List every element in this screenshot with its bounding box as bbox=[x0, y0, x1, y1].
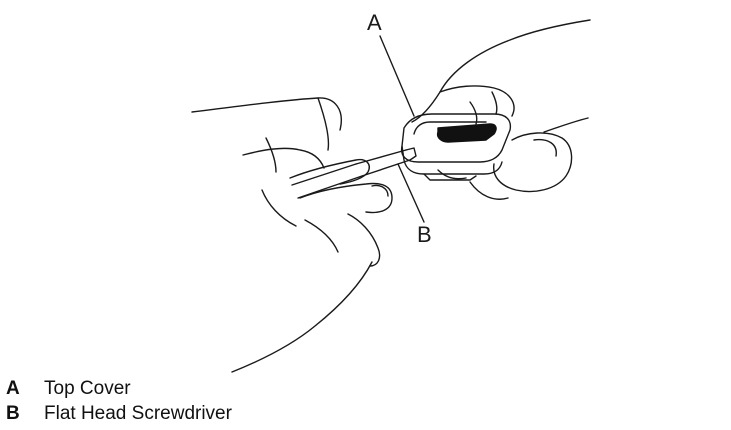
key-fob-disassembly-illustration: A B bbox=[191, 10, 591, 373]
key-fob-screen bbox=[436, 123, 497, 143]
callout-b-label: B bbox=[417, 222, 432, 247]
legend-label-top-cover: Top Cover bbox=[44, 378, 131, 399]
legend: A Top Cover B Flat Head Screwdriver bbox=[6, 376, 232, 426]
left-hand-icon bbox=[191, 97, 393, 373]
right-hand-icon bbox=[411, 19, 591, 200]
legend-key-b: B bbox=[6, 403, 20, 424]
legend-row-b: B Flat Head Screwdriver bbox=[6, 401, 232, 426]
legend-key-a: A bbox=[6, 378, 20, 399]
callout-a-label: A bbox=[367, 10, 382, 35]
legend-row-a: A Top Cover bbox=[6, 376, 232, 401]
callout-b-leader bbox=[397, 163, 425, 223]
screwdriver-icon bbox=[291, 147, 417, 199]
key-fob-icon bbox=[400, 113, 512, 181]
callout-a-leader bbox=[379, 35, 415, 117]
legend-label-flat-head-screwdriver: Flat Head Screwdriver bbox=[44, 403, 232, 424]
